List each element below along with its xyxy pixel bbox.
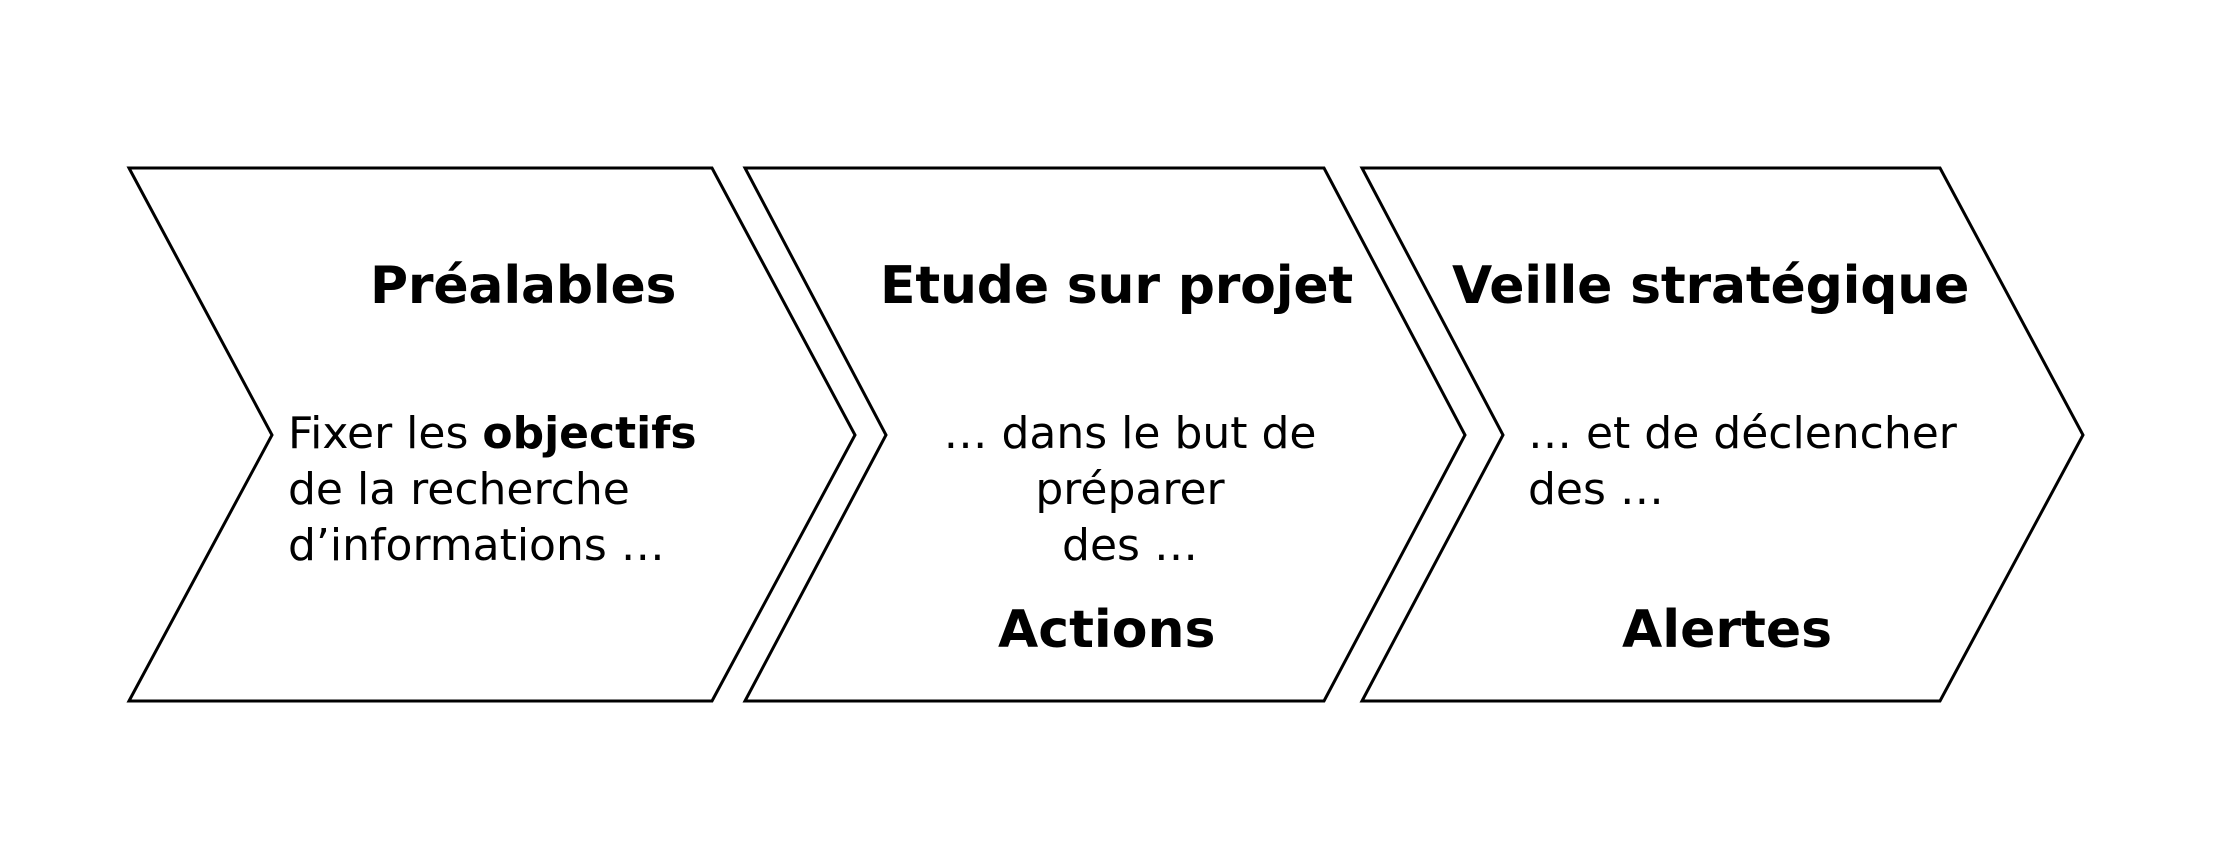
step-body-line-1: … et de déclencher (1528, 408, 1957, 459)
step-body-line-3: des … (1062, 520, 1198, 571)
step-body-line-2: des … (1528, 464, 1664, 515)
step-body-prefix-prealables: Fixer les (288, 408, 483, 459)
step-title-veille-strategique: Veille stratégique (1452, 256, 1970, 316)
step-footer-alertes: Alertes (1622, 600, 1833, 660)
step-body-line-1: … dans le but de (943, 408, 1317, 459)
step-title-etude-sur-projet: Etude sur projet (880, 256, 1354, 316)
chevron-shape-etude-sur-projet[interactable] (742, 166, 1467, 703)
step-title-prealables: Préalables (370, 256, 677, 316)
step-body-prealables: Fixer les objectifs de la recherche d’in… (288, 406, 708, 574)
chevron-shape-prealables[interactable] (126, 166, 857, 703)
step-body-suffix-prealables: de la recherche d’informations … (288, 464, 665, 571)
step-body-veille-strategique: … et de déclencher des … (1528, 406, 1998, 518)
step-footer-actions: Actions (998, 600, 1216, 660)
step-body-emphasis-objectifs: objectifs (482, 408, 697, 459)
step-body-line-2: préparer (1035, 464, 1225, 515)
chevron-shape-veille-strategique[interactable] (1359, 166, 2085, 703)
